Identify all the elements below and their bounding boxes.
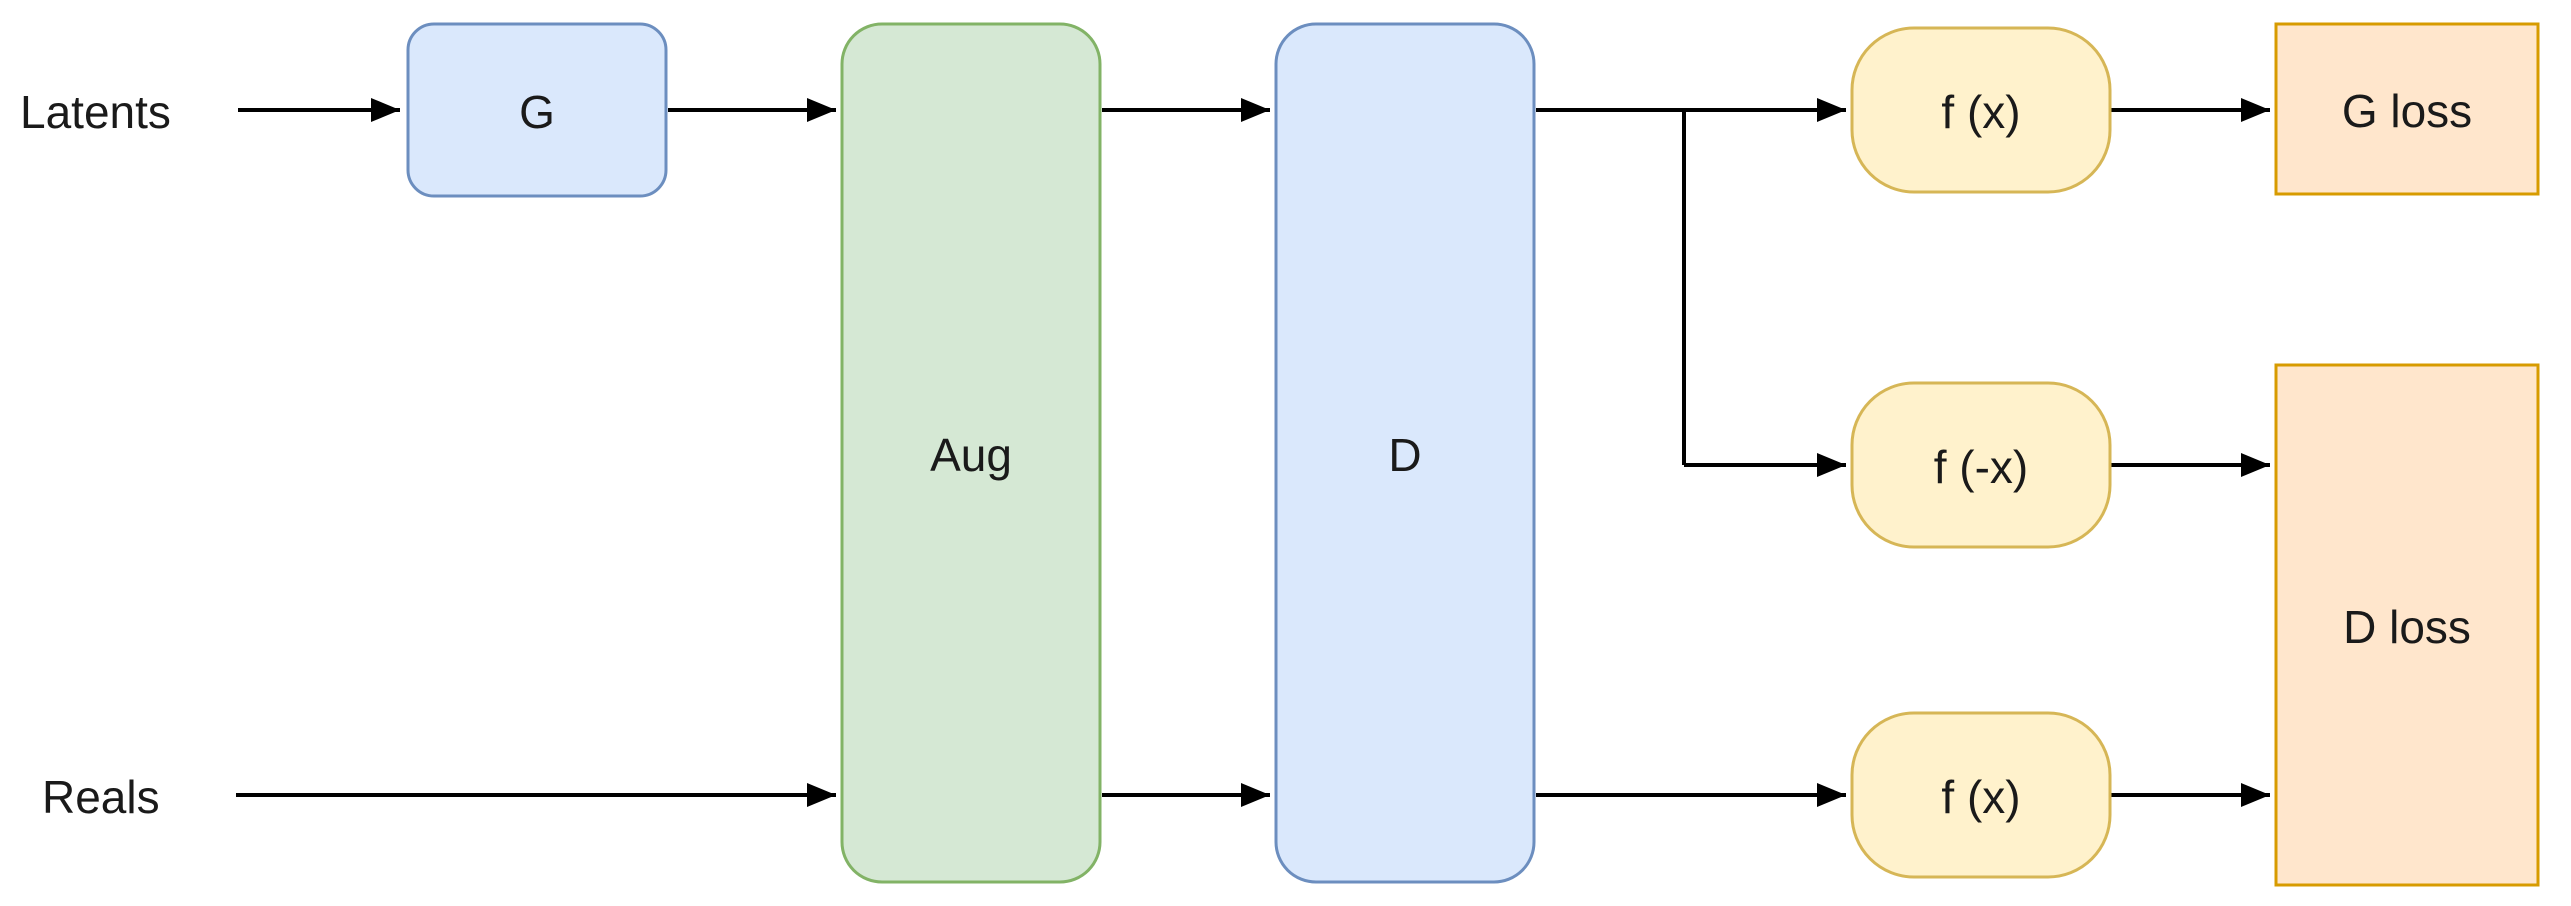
- discriminator-box: [1274, 22, 1536, 884]
- g-loss-label: G loss: [2342, 85, 2472, 137]
- augmentation-label: Aug: [930, 429, 1012, 481]
- node-f-x-real: f (x): [1850, 711, 2112, 879]
- augmentation-box: [840, 22, 1102, 884]
- g-loss-box: [2274, 22, 2540, 196]
- d-loss-box: [2274, 363, 2540, 887]
- latents-label: Latents: [20, 86, 171, 138]
- node-discriminator: D: [1274, 22, 1536, 884]
- generator-box: [406, 22, 668, 198]
- f-neg-x-box: [1850, 381, 2112, 549]
- node-f-x-fake: f (x): [1850, 26, 2112, 194]
- f-x-real-label: f (x): [1941, 771, 2020, 823]
- reals-label: Reals: [42, 771, 160, 823]
- generator-label: G: [519, 86, 555, 138]
- f-x-fake-box: [1850, 26, 2112, 194]
- node-generator: G: [406, 22, 668, 198]
- f-x-real-box: [1850, 711, 2112, 879]
- d-loss-label: D loss: [2343, 601, 2471, 653]
- f-x-fake-label: f (x): [1941, 86, 2020, 138]
- node-d-loss: D loss: [2274, 363, 2540, 887]
- node-augmentation: Aug: [840, 22, 1102, 884]
- f-neg-x-label: f (-x): [1934, 441, 2029, 493]
- node-f-neg-x: f (-x): [1850, 381, 2112, 549]
- discriminator-label: D: [1388, 429, 1421, 481]
- node-g-loss: G loss: [2274, 22, 2540, 196]
